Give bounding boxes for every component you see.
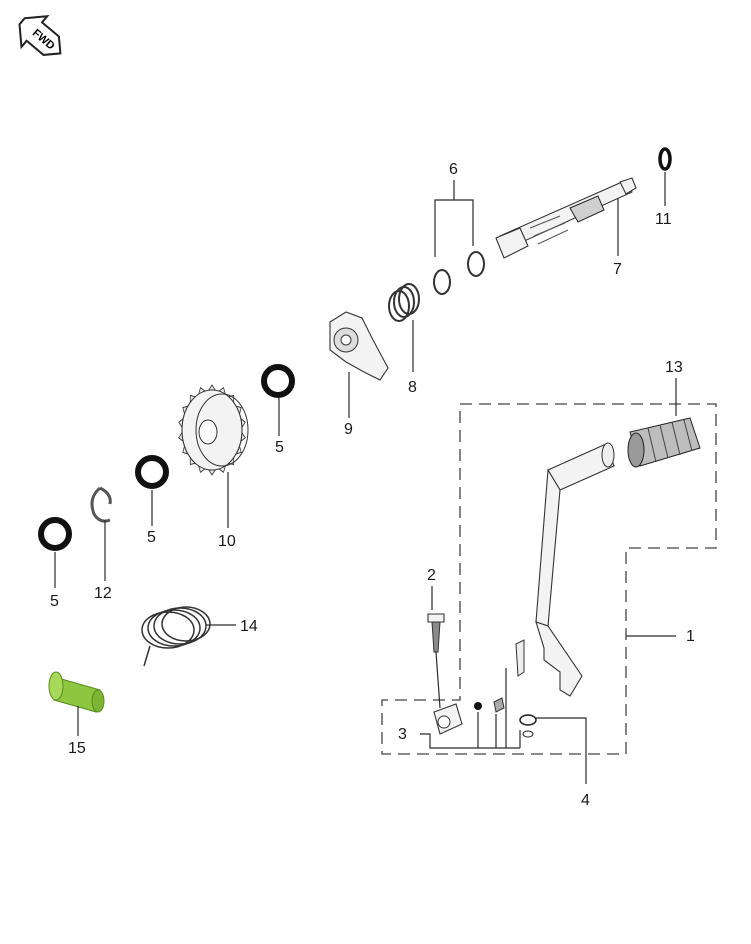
callout-3: 3 xyxy=(398,726,407,743)
callout-1: 1 xyxy=(686,628,695,645)
assembly-outline-1 xyxy=(381,403,717,755)
washer-5a xyxy=(261,364,295,398)
callout-13: 13 xyxy=(665,359,683,376)
callout-2: 2 xyxy=(427,567,436,584)
washer-5c xyxy=(38,517,72,551)
callout-7: 7 xyxy=(613,261,622,278)
callout-15: 15 xyxy=(68,740,86,757)
circlip-6a xyxy=(433,269,451,295)
callout-4: 4 xyxy=(581,792,590,809)
callout-5b: 5 xyxy=(147,529,156,546)
torsion-spring-14 xyxy=(141,606,211,667)
rubber-grip-13 xyxy=(627,417,701,468)
bolt-2 xyxy=(427,613,445,653)
circlip-6b xyxy=(467,251,485,277)
kick-lever xyxy=(535,442,615,697)
bushing-15 xyxy=(48,671,105,713)
callout-8: 8 xyxy=(408,379,417,396)
callout-5a: 5 xyxy=(275,439,284,456)
callout-9: 9 xyxy=(344,421,353,438)
clamp-3 xyxy=(433,639,525,735)
gear-10 xyxy=(178,384,249,476)
washer-5b xyxy=(135,455,169,489)
spring-8 xyxy=(388,283,420,322)
o-ring-11 xyxy=(658,147,672,171)
callout-14: 14 xyxy=(240,618,258,635)
kick-shaft-7 xyxy=(495,177,637,259)
callout-10: 10 xyxy=(218,533,236,550)
ratchet-9 xyxy=(329,311,389,381)
callout-11: 11 xyxy=(655,211,672,228)
fwd-direction-badge: FWD xyxy=(18,15,62,56)
callout-12: 12 xyxy=(94,585,112,602)
callout-5c: 5 xyxy=(50,593,59,610)
callout-6: 6 xyxy=(449,161,458,178)
washer-4 xyxy=(519,714,537,726)
